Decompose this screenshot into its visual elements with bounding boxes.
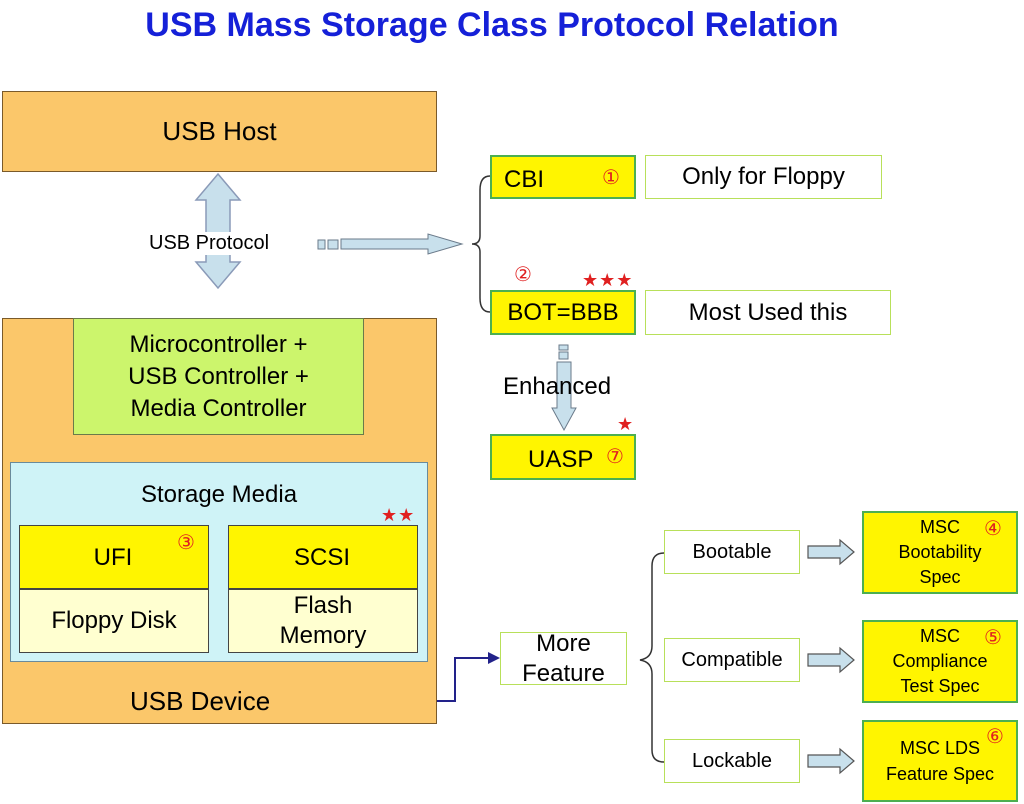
- usb-protocol-double-arrow: [194, 172, 242, 290]
- floppy-disk-box: Floppy Disk: [19, 589, 209, 653]
- scsi-box: SCSI: [228, 525, 418, 589]
- ufi-mark: ③: [177, 532, 195, 554]
- compliance-spec-line-3: Test Spec: [900, 676, 980, 696]
- flash-memory-box: Flash Memory: [228, 589, 418, 653]
- flash-memory-line-2: Memory: [279, 622, 367, 649]
- bootable-box: Bootable: [664, 530, 800, 574]
- protocol-arrow-tail-1: [317, 239, 326, 250]
- feature-brace: [639, 552, 665, 763]
- cbi-label: CBI: [504, 166, 545, 193]
- feature-arrow-bootable: [807, 538, 855, 566]
- cbi-note: Only for Floppy: [682, 163, 845, 190]
- bot-note: Most Used this: [688, 298, 848, 326]
- usb-host-box: USB Host: [2, 91, 437, 172]
- microcontroller-line-1: Microcontroller +: [129, 330, 308, 358]
- device-connector-arrowhead: [488, 652, 500, 664]
- feature-arrow-lockable: [807, 747, 855, 775]
- protocol-arrow: [340, 233, 464, 255]
- bootable-label: Bootable: [692, 540, 772, 563]
- lockable-label: Lockable: [691, 749, 773, 772]
- microcontroller-line-3: Media Controller: [130, 394, 307, 422]
- microcontroller-box: Microcontroller + USB Controller + Media…: [73, 318, 364, 435]
- ufi-label: UFI: [93, 544, 133, 571]
- uasp-mark: ⑦: [606, 446, 624, 468]
- bot-stars: ★★★: [582, 270, 634, 290]
- more-feature-line-2: Feature: [522, 659, 605, 687]
- floppy-disk-label: Floppy Disk: [51, 607, 177, 634]
- enhanced-arrow-tail-2: [558, 351, 569, 360]
- uasp-label: UASP: [528, 446, 594, 473]
- bot-box: BOT=BBB: [490, 290, 636, 335]
- microcontroller-line-2: USB Controller +: [128, 362, 309, 390]
- storage-media-label: Storage Media: [140, 481, 298, 508]
- lockable-box: Lockable: [664, 739, 800, 783]
- compliance-spec-mark: ⑤: [984, 627, 1002, 649]
- cbi-box: CBI ①: [490, 155, 636, 199]
- bootability-spec-box: MSC Bootability Spec ④: [862, 511, 1018, 594]
- feature-arrow-compatible: [807, 646, 855, 674]
- usb-device-label: USB Device: [130, 686, 271, 716]
- more-feature-line-1: More: [536, 629, 591, 657]
- uasp-box: UASP ⑦: [490, 434, 636, 480]
- usb-host-label: USB Host: [162, 116, 277, 146]
- lds-spec-box: MSC LDS Feature Spec ⑥: [862, 720, 1018, 802]
- compatible-label: Compatible: [681, 648, 783, 671]
- enhanced-arrow-tail-1: [558, 344, 569, 351]
- usb-protocol-label: USB Protocol: [147, 232, 272, 255]
- bot-note-box: Most Used this: [645, 290, 891, 335]
- bootability-spec-mark: ④: [984, 518, 1002, 540]
- compatible-box: Compatible: [664, 638, 800, 682]
- lds-spec-mark: ⑥: [986, 726, 1004, 748]
- enhanced-arrow: [551, 361, 577, 432]
- bot-label: BOT=BBB: [507, 298, 619, 326]
- bot-mark: ②: [514, 264, 532, 286]
- uasp-stars: ★: [617, 414, 634, 434]
- cbi-note-box: Only for Floppy: [645, 155, 882, 199]
- flash-memory-line-1: Flash: [293, 592, 353, 619]
- scsi-stars: ★★: [381, 505, 416, 525]
- bootability-spec-line-3: Spec: [919, 567, 961, 587]
- compliance-spec-line-1: MSC: [920, 626, 960, 646]
- compliance-spec-line-2: Compliance: [892, 651, 988, 671]
- page-title: USB Mass Storage Class Protocol Relation: [145, 6, 839, 44]
- ufi-box: UFI ③: [19, 525, 209, 589]
- more-feature-box: More Feature: [500, 629, 627, 687]
- scsi-label: SCSI: [293, 544, 350, 571]
- lds-spec-line-2: Feature Spec: [885, 764, 995, 784]
- bootability-spec-line-2: Bootability: [898, 542, 982, 562]
- cbi-mark: ①: [602, 167, 620, 189]
- enhanced-label: Enhanced: [503, 373, 612, 400]
- compliance-spec-box: MSC Compliance Test Spec ⑤: [862, 620, 1018, 703]
- protocol-arrow-tail-2: [327, 239, 339, 250]
- protocol-brace: [471, 175, 491, 313]
- lds-spec-line-1: MSC LDS: [899, 738, 980, 758]
- bootability-spec-line-1: MSC: [920, 517, 960, 537]
